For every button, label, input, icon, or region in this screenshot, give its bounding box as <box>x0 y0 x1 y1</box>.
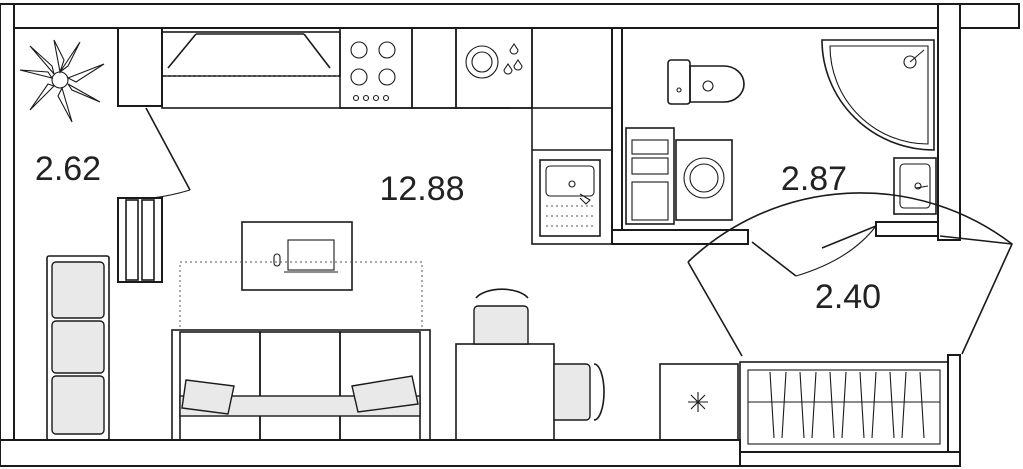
toilet-icon <box>667 59 745 105</box>
bench <box>46 255 110 441</box>
washing-machine-icon <box>625 127 733 225</box>
bathroom-door <box>751 225 877 277</box>
balcony-partition <box>117 27 163 283</box>
shoe-cabinet <box>659 363 739 441</box>
sofa <box>171 329 431 441</box>
room-area-bathroom: 2.87 <box>781 160 847 198</box>
washbasin-icon <box>893 157 937 215</box>
plant-icon <box>19 39 105 123</box>
dining-table <box>455 288 605 441</box>
wardrobe <box>739 361 949 453</box>
hall-door <box>687 192 1013 357</box>
balcony-door <box>145 107 191 199</box>
room-area-balcony: 2.62 <box>35 150 101 188</box>
shower-icon <box>821 39 935 151</box>
desk-with-laptop <box>241 221 353 291</box>
room-area-hall: 2.40 <box>815 278 881 316</box>
room-area-living: 12.88 <box>379 170 464 208</box>
